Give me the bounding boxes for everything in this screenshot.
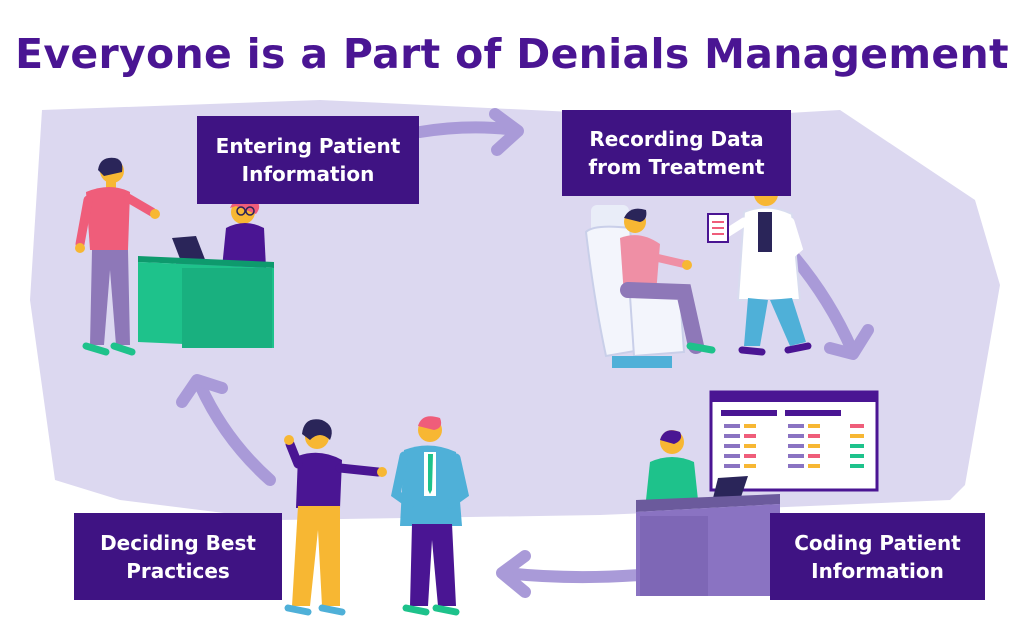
scene-recording-data: [584, 182, 812, 368]
step-label-line: Deciding Best: [100, 530, 256, 555]
scene-entering-patient-information: [75, 157, 274, 356]
spreadsheet-right: [785, 410, 841, 468]
step-deciding-best-practices: Deciding Best Practices: [74, 513, 282, 600]
arrow-left-head: [176, 374, 228, 408]
arrow-top-head: [489, 108, 524, 156]
step-coding-patient-information: Coding Patient Information: [770, 513, 985, 600]
step-label-line: Information: [241, 162, 375, 186]
page-title: Everyone is a Part of Denials Management: [15, 30, 1009, 78]
step-entering-patient-information: Entering Patient Information: [197, 116, 419, 204]
arrow-right: [789, 252, 858, 356]
step-recording-data-from-treatment: Recording Data from Treatment: [562, 110, 791, 196]
step-label-line: Coding Patient: [794, 530, 961, 555]
scene-deciding-best-practices: [284, 416, 470, 616]
step-label-line: Practices: [126, 558, 230, 583]
arrow-bottom: [499, 567, 646, 584]
cycle-arrows: [176, 108, 874, 598]
step-label-line: Information: [811, 558, 944, 583]
arrow-left: [194, 379, 276, 486]
step-label-line: Entering Patient: [215, 134, 401, 158]
arrow-bottom-head: [496, 550, 531, 598]
step-label-line: Recording Data: [589, 127, 764, 151]
arrow-top: [414, 121, 521, 138]
step-label-line: from Treatment: [588, 155, 765, 179]
scene-coding-patient-information: [636, 390, 879, 596]
spreadsheet-left: [721, 410, 777, 468]
arrow-right-head: [824, 324, 874, 360]
